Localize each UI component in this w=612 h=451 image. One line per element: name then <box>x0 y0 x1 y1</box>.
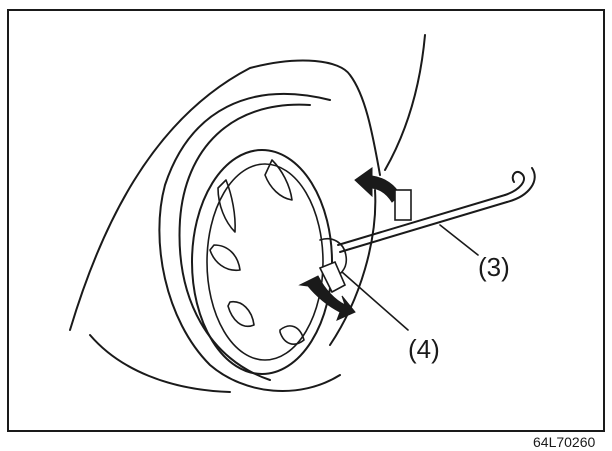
wheel-rim-inner <box>206 163 324 361</box>
arrow-upper-icon <box>354 167 412 221</box>
body-contour-line <box>384 34 426 171</box>
callout-cap-label: (4) <box>408 334 440 364</box>
callout-tool-label: (3) <box>478 252 510 282</box>
figure-code: 64L70260 <box>533 434 596 450</box>
tire-bottom-edge <box>89 334 231 393</box>
hook-tool <box>337 167 536 253</box>
leader-line-tool <box>439 224 479 256</box>
wheel-rim-outer <box>191 149 333 375</box>
figure-frame <box>7 9 605 432</box>
tire-sidewall <box>178 103 311 381</box>
wheel-cap-slots <box>209 159 305 345</box>
fender-outline <box>69 59 381 331</box>
arrow-lower-icon <box>298 260 356 321</box>
tire-outer <box>158 92 341 392</box>
fender-inner-edge <box>329 189 377 346</box>
leader-line-cap <box>341 271 409 331</box>
